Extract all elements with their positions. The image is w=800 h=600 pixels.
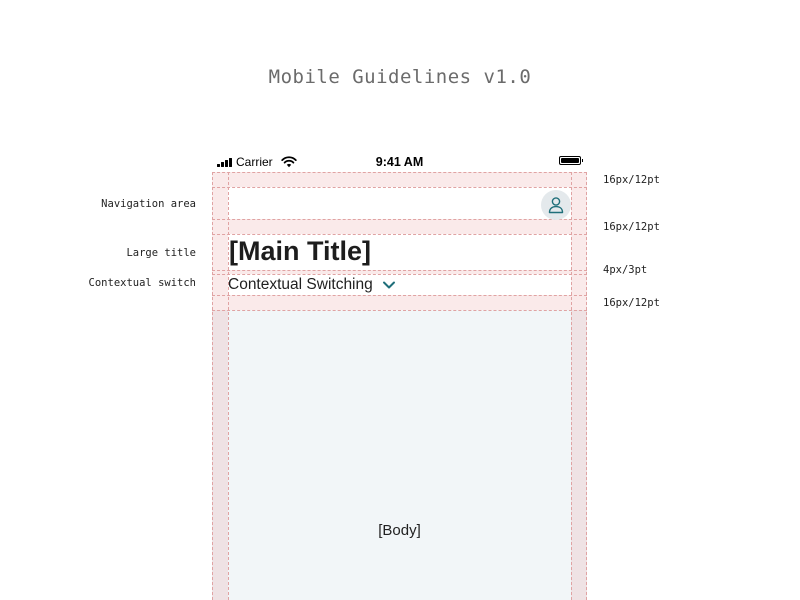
guide-line: [212, 219, 587, 220]
guide-line: [571, 172, 572, 600]
contextual-switch[interactable]: Contextual Switching: [228, 276, 396, 294]
guide-line: [212, 187, 587, 188]
guide-line: [212, 310, 587, 311]
battery-icon: [559, 156, 583, 165]
user-icon: [548, 197, 564, 214]
body-placeholder: [Body]: [378, 522, 421, 539]
annotation-navigation-area: Navigation area: [101, 198, 196, 210]
guide-line: [586, 172, 587, 600]
main-title: [Main Title]: [229, 236, 372, 266]
phone-mockup: Carrier 9:41 AM [Main Title] Contextual …: [212, 150, 587, 600]
title-switch-spacing-guide: [228, 270, 571, 274]
status-bar-left: Carrier: [217, 155, 297, 169]
chevron-down-icon: [382, 281, 395, 289]
spacing-label-switch-bottom: 16px/12pt: [603, 297, 660, 309]
signal-icon: [217, 157, 232, 167]
right-margin-guide: [571, 172, 587, 600]
nav-bottom-spacing-guide: [228, 219, 571, 234]
spacing-label-nav-bottom: 16px/12pt: [603, 221, 660, 233]
guide-line: [228, 172, 229, 600]
body-area: [212, 310, 587, 600]
switch-bottom-spacing-guide: [228, 295, 571, 310]
left-margin-guide: [212, 172, 228, 600]
guide-line: [212, 234, 587, 235]
guide-line: [212, 295, 587, 296]
status-bar: Carrier 9:41 AM: [212, 150, 587, 172]
page-title: Mobile Guidelines v1.0: [268, 66, 532, 88]
guide-line: [212, 270, 587, 271]
guide-line: [212, 172, 587, 173]
wifi-icon: [280, 156, 297, 168]
annotation-large-title: Large title: [126, 247, 196, 259]
status-time: 9:41 AM: [375, 155, 424, 169]
spacing-label-title-switch: 4px/3pt: [603, 264, 648, 276]
nav-top-spacing-guide: [228, 172, 571, 187]
profile-avatar-button[interactable]: [541, 190, 571, 220]
annotation-contextual-switch: Contextual switch: [88, 277, 196, 289]
guide-line: [212, 274, 587, 275]
carrier-label: Carrier: [236, 155, 273, 169]
spacing-label-nav-top: 16px/12pt: [603, 174, 660, 186]
contextual-switch-label: Contextual Switching: [228, 276, 373, 293]
guide-line: [212, 172, 213, 600]
